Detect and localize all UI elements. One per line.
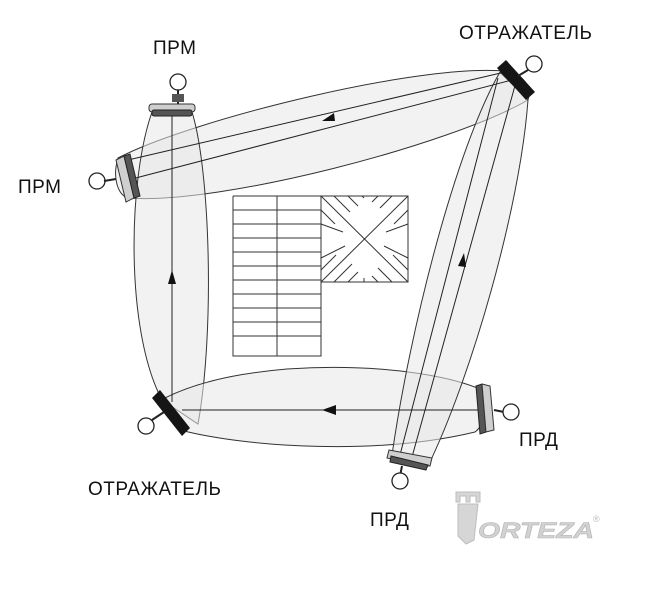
receiver-left-device [88, 153, 141, 203]
direction-arrows [168, 113, 466, 415]
label-transmitter-bottom: ПРД [370, 510, 410, 531]
arrow-left [168, 270, 176, 284]
receiver-top-device [148, 73, 196, 117]
forteza-logo: ORTEZA ® [455, 491, 600, 545]
reflector-bottom-left-device [137, 390, 190, 436]
ray-right-2 [411, 81, 517, 458]
ray-top-1 [127, 71, 506, 161]
label-reflector-top-right: ОТРАЖАТЕЛЬ [459, 23, 593, 44]
logo-text: ORTEZA [478, 518, 594, 543]
label-reflector-bottom-left: ОТРАЖАТЕЛЬ [88, 479, 222, 500]
beam-left-envelope [133, 111, 209, 425]
transmitter-right-device [475, 383, 520, 435]
label-receiver-top: ПРМ [153, 38, 197, 59]
ray-right-1 [399, 77, 499, 456]
logo-tower-icon [455, 491, 481, 545]
ray-top-2 [127, 79, 513, 181]
label-transmitter-right: ПРД [519, 430, 559, 451]
transmitter-bottom-device [386, 449, 433, 490]
arrow-top [322, 113, 335, 121]
arrow-bottom [322, 405, 336, 415]
reflector-top-right-device [497, 55, 543, 100]
label-receiver-left: ПРМ [18, 177, 62, 198]
logo-registered-mark: ® [593, 514, 600, 524]
building-plan [232, 195, 409, 357]
arrow-right [458, 253, 466, 267]
